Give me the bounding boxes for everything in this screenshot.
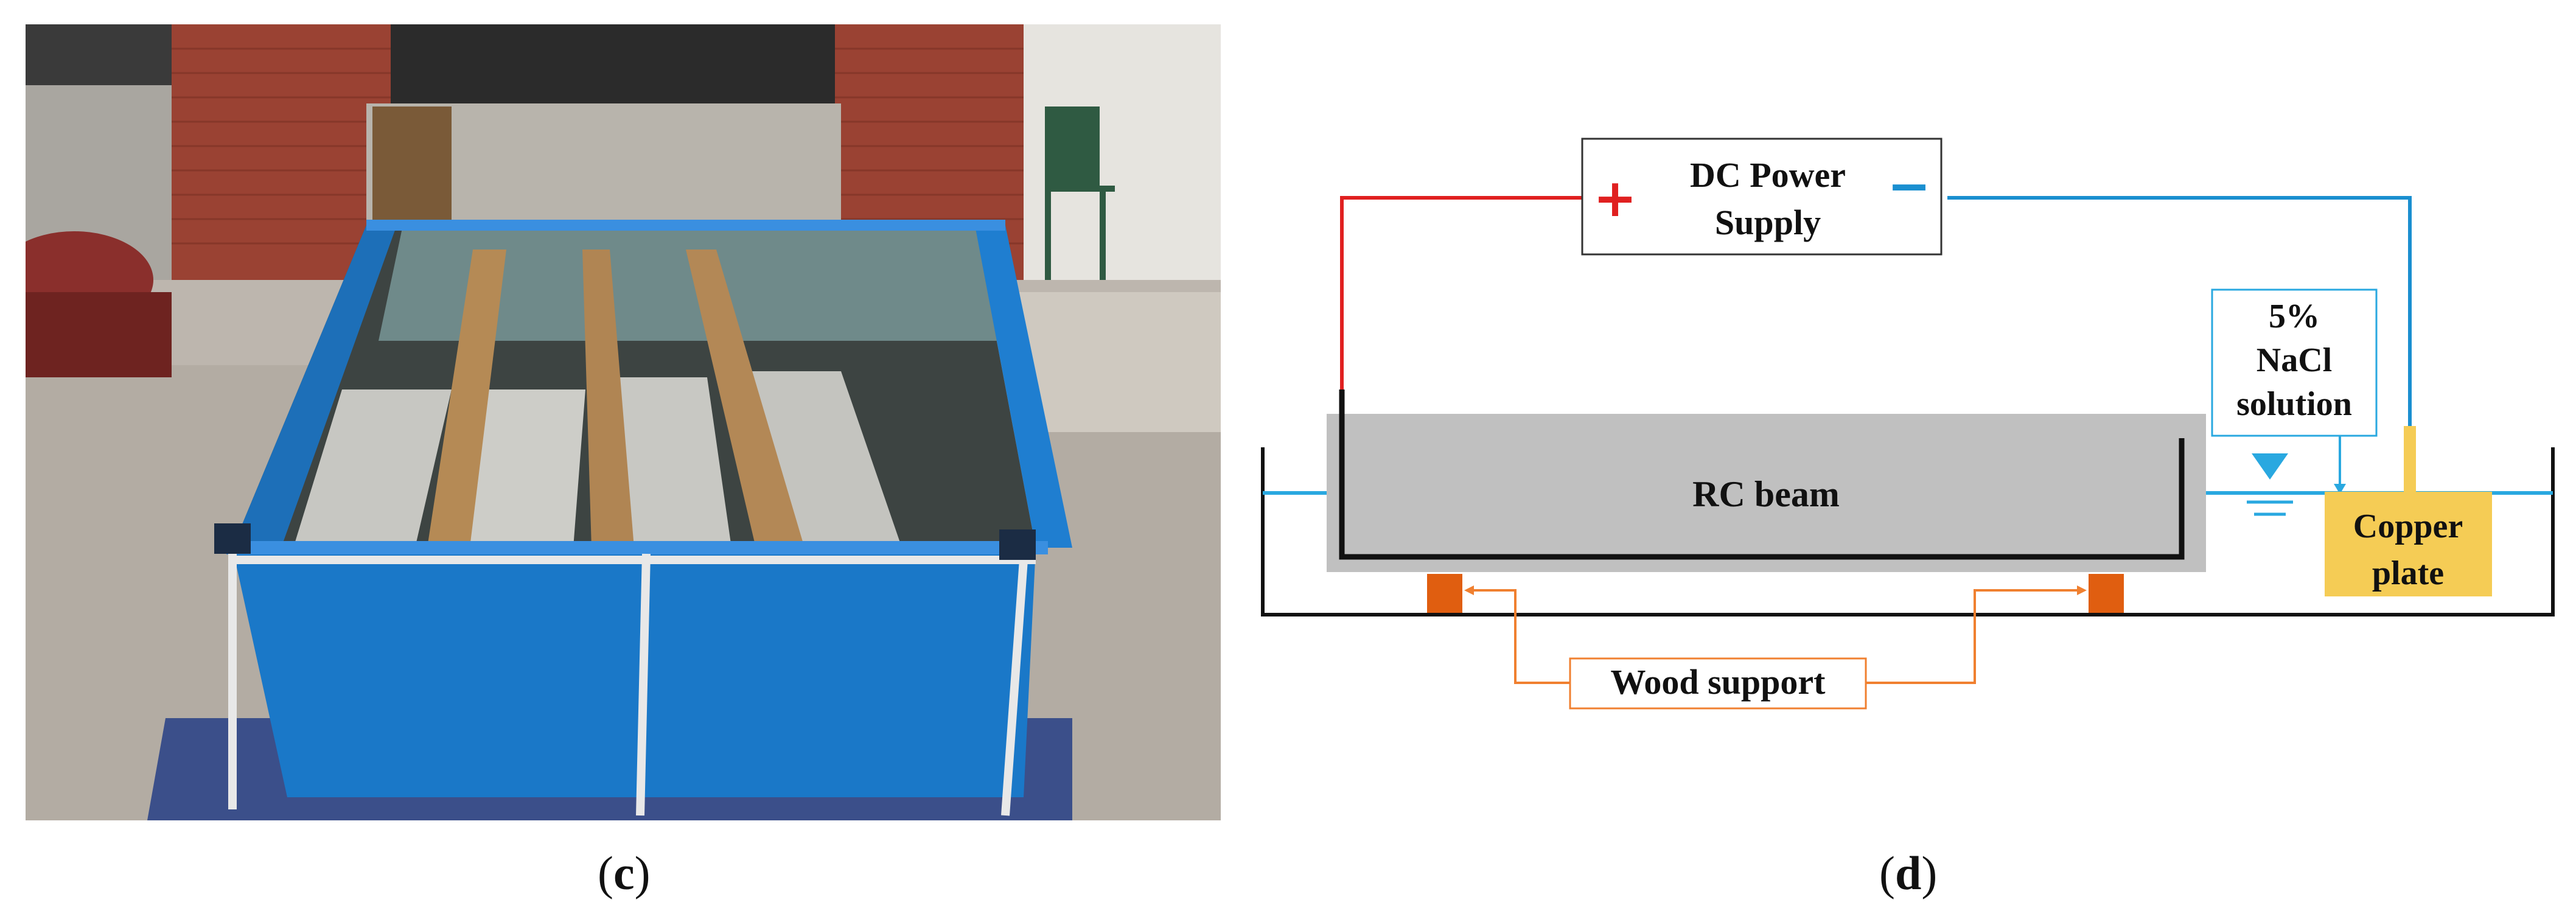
wood-support-label: Wood support <box>1611 662 1826 702</box>
wood-plank <box>427 250 506 548</box>
caption-letter: c <box>613 847 635 899</box>
minus-sign: − <box>1887 156 1931 217</box>
rc-beam-label: RC beam <box>1692 474 1840 514</box>
wood-support-left <box>1427 574 1462 613</box>
rc-beam <box>1327 414 2206 572</box>
dc-power-supply-box <box>1581 138 1942 256</box>
positive-wire <box>1340 196 1582 389</box>
caption-letter: d <box>1894 847 1922 899</box>
tank-outline <box>1261 447 2555 616</box>
copper-line2: plate <box>2372 554 2444 592</box>
wood-plank <box>686 250 805 548</box>
power-supply-line1: DC Power <box>1690 155 1846 195</box>
copper-plate-lead <box>2404 426 2416 493</box>
setup-diagram: DC Power Supply + − 5% NaCl solution RC … <box>1261 138 2555 710</box>
chair <box>1045 107 1115 280</box>
negative-wire <box>1947 196 2412 426</box>
solution-line2: NaCl <box>2257 341 2332 379</box>
wood-support-right <box>2089 574 2124 613</box>
water-level-icon <box>2247 453 2293 516</box>
copper-plate <box>2325 492 2492 596</box>
solution-line1: 5% <box>2269 298 2320 335</box>
wood-support-box <box>1569 657 1867 710</box>
solution-line3: solution <box>2236 385 2352 423</box>
caption-c: (c) <box>598 847 651 899</box>
caption-d: (d) <box>1879 847 1938 899</box>
wood-plank <box>582 250 634 548</box>
reinforcement-bar <box>1339 389 2185 560</box>
pool-wall <box>232 548 1036 797</box>
copper-line1: Copper <box>2353 508 2463 545</box>
nacl-solution-box <box>2211 288 2378 437</box>
plus-sign: + <box>1593 168 1637 229</box>
test-setup-photo <box>26 24 1221 820</box>
power-supply-line2: Supply <box>1715 203 1821 242</box>
